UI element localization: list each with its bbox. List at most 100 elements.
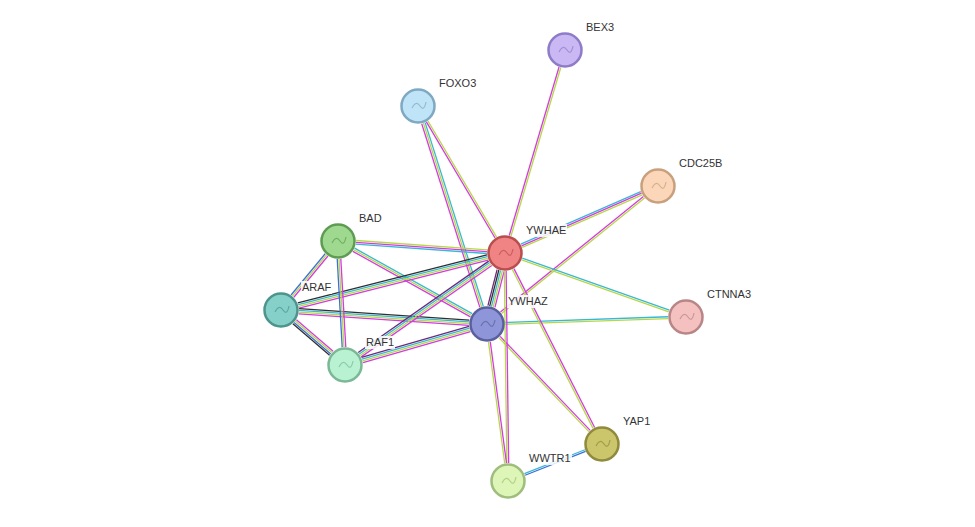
structure-glyph: [559, 46, 573, 52]
evidence-strand: [425, 123, 483, 307]
evidence-strand: [521, 192, 641, 245]
evidence-strand: [362, 328, 469, 359]
evidence-strand: [355, 248, 473, 313]
node-disc: [402, 90, 435, 123]
node-disc: [265, 294, 298, 327]
interaction-edge: [422, 123, 484, 308]
structure-glyph: [596, 440, 610, 446]
protein-node: RAF1: [327, 347, 363, 383]
structure-glyph: [275, 306, 289, 312]
gene-label: YWHAZ: [507, 295, 549, 308]
interaction-edge: [337, 259, 346, 347]
node-disc: [642, 170, 675, 203]
node-circle: [668, 299, 704, 335]
evidence-strand: [298, 257, 487, 305]
node-circle: [490, 463, 526, 499]
gene-label: CDC25B: [678, 157, 723, 170]
evidence-strand: [509, 67, 559, 235]
node-disc: [471, 308, 504, 341]
structure-glyph: [680, 313, 694, 319]
evidence-strand: [362, 326, 469, 357]
evidence-strand: [337, 259, 342, 347]
structure-glyph: [339, 361, 353, 367]
evidence-strand: [363, 332, 470, 363]
interaction-edge: [293, 320, 333, 356]
interaction-edge: [521, 192, 642, 248]
evidence-strand: [356, 242, 487, 251]
protein-node: BAD: [320, 223, 356, 259]
node-circle: [469, 306, 505, 342]
protein-node: WWTR1: [490, 463, 526, 499]
interaction-edge: [362, 326, 471, 362]
gene-label: WWTR1: [528, 452, 572, 465]
evidence-strand: [525, 451, 586, 475]
node-disc: [492, 465, 525, 498]
protein-node: YWHAZ: [469, 306, 505, 342]
evidence-strand: [521, 193, 641, 246]
evidence-strand: [511, 68, 561, 236]
evidence-strand: [512, 269, 593, 428]
node-disc: [322, 225, 355, 258]
evidence-strand: [293, 324, 330, 356]
evidence-strand: [360, 264, 491, 355]
gene-label: BAD: [358, 212, 383, 225]
evidence-strand: [428, 121, 497, 237]
gene-label: BEX3: [585, 21, 615, 34]
interaction-edge: [488, 270, 504, 308]
interaction-edge: [353, 248, 472, 317]
node-circle: [487, 235, 523, 271]
node-disc: [670, 301, 703, 334]
interaction-edge: [512, 269, 594, 429]
node-circle: [263, 292, 299, 328]
interaction-edge: [509, 67, 561, 236]
node-circle: [320, 223, 356, 259]
structure-glyph: [652, 182, 666, 188]
evidence-strand: [505, 319, 668, 325]
node-disc: [329, 349, 362, 382]
evidence-strand: [358, 261, 489, 352]
interaction-edge: [488, 342, 506, 464]
structure-glyph: [412, 102, 426, 108]
interaction-edge: [499, 336, 590, 431]
protein-node: CTNNA3: [668, 299, 704, 335]
node-circle: [584, 426, 620, 462]
protein-node: FOXO3: [400, 88, 436, 124]
evidence-strand: [296, 320, 333, 352]
evidence-strand: [295, 321, 332, 353]
node-disc: [489, 237, 522, 270]
node-disc: [586, 428, 619, 461]
interaction-edge: [426, 121, 496, 238]
evidence-strand: [514, 269, 595, 428]
protein-node: YAP1: [584, 426, 620, 462]
evidence-strand: [363, 330, 470, 361]
evidence-strand: [490, 342, 506, 463]
gene-label: CTNNA3: [706, 288, 752, 301]
interaction-edge: [524, 450, 585, 475]
gene-label: RAF1: [365, 336, 395, 349]
evidence-strand: [299, 309, 469, 321]
interaction-edge: [356, 240, 487, 253]
structure-glyph: [481, 320, 495, 326]
node-circle: [547, 32, 583, 68]
evidence-strand: [356, 240, 487, 249]
evidence-strand: [298, 255, 487, 303]
gene-label: YAP1: [622, 415, 651, 428]
evidence-strand: [488, 270, 497, 306]
evidence-strand: [361, 266, 492, 357]
evidence-strand: [499, 338, 589, 432]
node-disc: [549, 34, 582, 67]
gene-label: YWHAE: [525, 224, 567, 237]
structure-glyph: [502, 477, 516, 483]
evidence-strand: [299, 310, 469, 322]
structure-glyph: [332, 237, 346, 243]
protein-node: BEX3: [547, 32, 583, 68]
protein-node: ARAF: [263, 292, 299, 328]
evidence-strand: [500, 336, 590, 430]
protein-node: CDC25B: [640, 168, 676, 204]
structure-glyph: [499, 249, 513, 255]
interaction-edge: [505, 317, 668, 325]
evidence-strand: [524, 450, 585, 474]
gene-label: ARAF: [301, 281, 332, 294]
